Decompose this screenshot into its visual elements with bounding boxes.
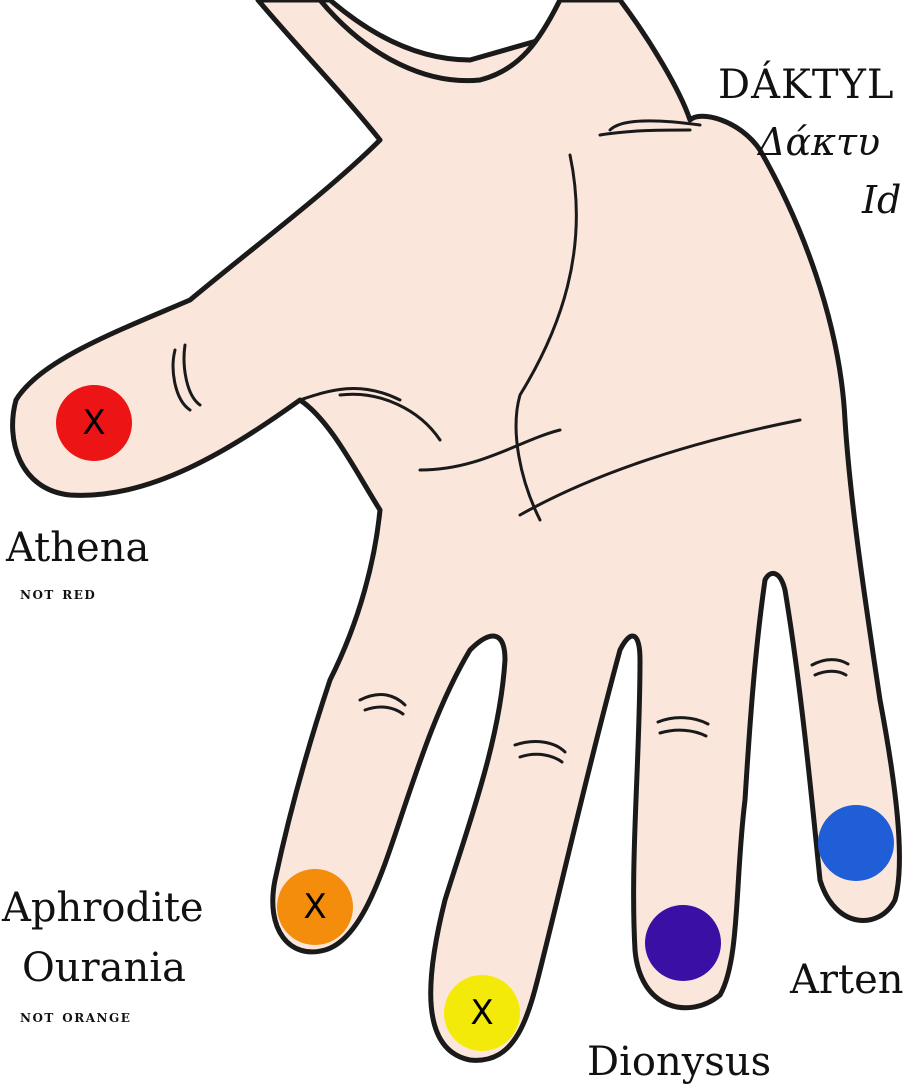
label-index-name-2: Ourania (22, 948, 186, 988)
dot-ring (645, 905, 721, 981)
dot-little (818, 805, 894, 881)
x-mark-index: X (303, 887, 326, 927)
dot-thumb: X (56, 385, 132, 461)
label-little-name: Arten (790, 960, 904, 1000)
x-mark-middle: X (470, 993, 493, 1033)
label-thumb-note: NOT RED (20, 584, 96, 604)
dot-middle: X (444, 975, 520, 1051)
title-line-3: Id (862, 178, 901, 222)
label-index-note: NOT ORANGE (20, 1007, 131, 1027)
title-line-2: Δάκτυ (758, 120, 880, 164)
dot-index: X (277, 869, 353, 945)
label-ring-name: Dionysus (587, 1042, 771, 1082)
label-thumb-name: Athena (6, 528, 149, 568)
label-index-name-1: Aphrodite (2, 888, 204, 928)
title-line-1: DÁKTYL (718, 62, 895, 108)
x-mark-thumb: X (82, 403, 105, 443)
